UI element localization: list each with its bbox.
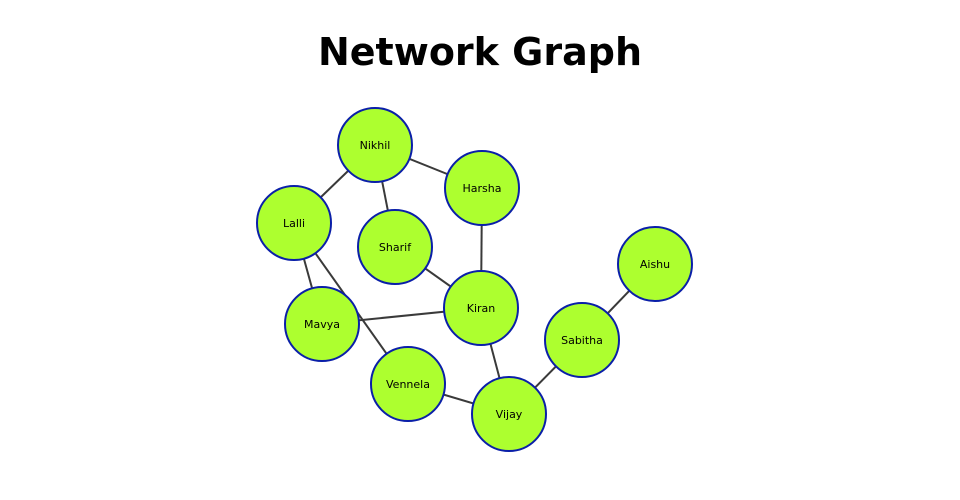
node-label: Nikhil	[360, 139, 391, 152]
node-circle[interactable]	[444, 150, 520, 226]
node-circle[interactable]	[443, 270, 519, 346]
node-lalli[interactable]: Lalli	[256, 185, 332, 261]
node-label: Sabitha	[561, 334, 603, 347]
node-vennela[interactable]: Vennela	[370, 346, 446, 422]
node-circle[interactable]	[357, 209, 433, 285]
node-aishu[interactable]: Aishu	[617, 226, 693, 302]
node-mavya[interactable]: Mavya	[284, 286, 360, 362]
node-circle[interactable]	[337, 107, 413, 183]
node-circle[interactable]	[544, 302, 620, 378]
node-label: Harsha	[463, 182, 502, 195]
node-label: Kiran	[467, 302, 496, 315]
node-circle[interactable]	[284, 286, 360, 362]
graph-title: Network Graph	[317, 30, 643, 74]
node-sharif[interactable]: Sharif	[357, 209, 433, 285]
node-circle[interactable]	[256, 185, 332, 261]
node-label: Lalli	[283, 217, 305, 230]
node-circle[interactable]	[370, 346, 446, 422]
node-label: Vijay	[496, 408, 523, 421]
node-label: Mavya	[304, 318, 340, 331]
node-label: Vennela	[386, 378, 430, 391]
node-sabitha[interactable]: Sabitha	[544, 302, 620, 378]
node-label: Aishu	[640, 258, 670, 271]
node-label: Sharif	[379, 241, 412, 254]
node-circle[interactable]	[471, 376, 547, 452]
node-vijay[interactable]: Vijay	[471, 376, 547, 452]
nodes-layer: NikhilHarshaLalliSharifAishuKiranMavyaSa…	[256, 107, 693, 452]
node-kiran[interactable]: Kiran	[443, 270, 519, 346]
node-harsha[interactable]: Harsha	[444, 150, 520, 226]
node-nikhil[interactable]: Nikhil	[337, 107, 413, 183]
node-circle[interactable]	[617, 226, 693, 302]
